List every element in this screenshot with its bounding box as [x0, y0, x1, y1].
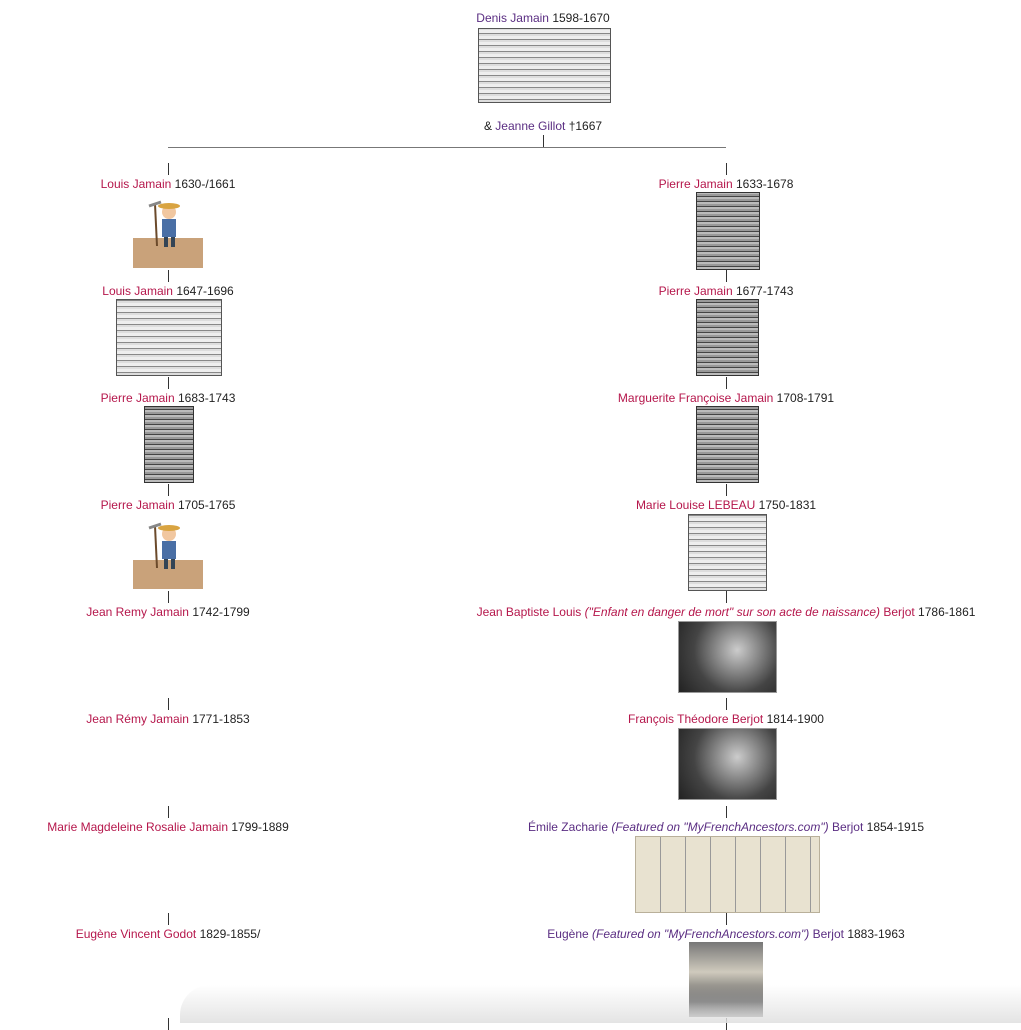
- connector-line: [726, 163, 727, 175]
- person-entry: Pierre Jamain 1677-1743: [659, 284, 794, 298]
- connector-line: [726, 377, 727, 389]
- connector-line: [726, 484, 727, 496]
- person-link[interactable]: Pierre Jamain: [100, 391, 175, 405]
- document-scan[interactable]: [688, 514, 767, 591]
- person-entry: Jean Rémy Jamain 1771-1853: [86, 712, 249, 726]
- person-link[interactable]: Jean Baptiste Louis ("Enfant en danger d…: [476, 605, 915, 619]
- person-entry: François Théodore Berjot 1814-1900: [628, 712, 824, 726]
- person-link[interactable]: Louis Jamain: [100, 177, 172, 191]
- connector-line: [168, 698, 169, 710]
- person-dates: 1677-1743: [735, 284, 794, 298]
- person-dates: 1742-1799: [192, 605, 250, 619]
- person-link[interactable]: Denis Jamain: [476, 11, 549, 25]
- document-scan[interactable]: [635, 836, 820, 913]
- person-dates: 1633-1678: [735, 177, 794, 191]
- person-note: ("Enfant en danger de mort" sur son acte…: [584, 605, 881, 619]
- person-dates: 1854-1915: [866, 820, 925, 834]
- document-scan[interactable]: [696, 406, 759, 483]
- document-scan[interactable]: [696, 192, 760, 270]
- person-dates: 1708-1791: [776, 391, 835, 405]
- root-document-image[interactable]: [478, 28, 611, 103]
- connector-line: [168, 377, 169, 389]
- person-entry: Émile Zacharie (Featured on "MyFrenchAnc…: [528, 820, 924, 834]
- person-entry: Marie Louise LEBEAU 1750-1831: [636, 498, 816, 512]
- connector-line: [168, 591, 169, 603]
- connector-line: [168, 806, 169, 818]
- person-link[interactable]: Marguerite Françoise Jamain: [617, 391, 774, 405]
- person-entry: Louis Jamain 1647-1696: [102, 284, 233, 298]
- person-entry: Pierre Jamain 1683-1743: [101, 391, 236, 405]
- farmer-illustration[interactable]: [133, 520, 203, 589]
- person-dates: 1683-1743: [177, 391, 236, 405]
- person-dates: 1647-1696: [176, 284, 234, 298]
- person-link[interactable]: Jean Remy Jamain: [86, 605, 189, 619]
- scroll-shadow: [180, 985, 1021, 1023]
- workshop-engraving[interactable]: [678, 621, 777, 693]
- person-dates: 1630-/1661: [174, 177, 236, 191]
- person-entry: Jean Baptiste Louis ("Enfant en danger d…: [477, 605, 976, 619]
- connector-line: [168, 1018, 169, 1030]
- person-link[interactable]: Eugène (Featured on "MyFrenchAncestors.c…: [547, 927, 844, 941]
- person-dates: 1598-1670: [552, 11, 610, 25]
- person-entry: Louis Jamain 1630-/1661: [101, 177, 236, 191]
- person-link[interactable]: Jeanne Gillot: [495, 119, 566, 133]
- document-scan[interactable]: [144, 406, 194, 483]
- person-link[interactable]: Pierre Jamain: [658, 284, 733, 298]
- connector-line: [168, 913, 169, 925]
- person-entry: Jean Remy Jamain 1742-1799: [86, 605, 249, 619]
- farmer-illustration[interactable]: [133, 198, 203, 268]
- person-note: (Featured on "MyFrenchAncestors.com"): [611, 820, 829, 834]
- person-dates: 1705-1765: [177, 498, 236, 512]
- connector-line: [726, 698, 727, 710]
- connector-line: [726, 270, 727, 282]
- person-dates: 1750-1831: [758, 498, 817, 512]
- person-link[interactable]: François Théodore Berjot: [628, 712, 764, 726]
- person-link[interactable]: Jean Rémy Jamain: [86, 712, 189, 726]
- person-link[interactable]: Émile Zacharie (Featured on "MyFrenchAnc…: [527, 820, 864, 834]
- person-entry: Pierre Jamain 1705-1765: [101, 498, 236, 512]
- person-dates: 1829-1855/: [199, 927, 261, 941]
- connector-line: [726, 806, 727, 818]
- connector-line: [726, 591, 727, 603]
- person-entry: Marguerite Françoise Jamain 1708-1791: [618, 391, 834, 405]
- spouse-person: & Jeanne Gillot †1667: [484, 119, 602, 133]
- person-entry: Pierre Jamain 1633-1678: [659, 177, 794, 191]
- person-dates: 1786-1861: [918, 605, 976, 619]
- person-dates: 1814-1900: [766, 712, 824, 726]
- person-dates: 1799-1889: [231, 820, 289, 834]
- person-link[interactable]: Pierre Jamain: [100, 498, 175, 512]
- workshop-engraving[interactable]: [678, 728, 777, 800]
- connector-line: [726, 913, 727, 925]
- connector-line: [543, 135, 544, 147]
- connector-line: [168, 484, 169, 496]
- person-note: (Featured on "MyFrenchAncestors.com"): [592, 927, 810, 941]
- root-person: Denis Jamain 1598-1670: [476, 11, 609, 25]
- document-scan[interactable]: [116, 299, 222, 376]
- person-entry: Eugène (Featured on "MyFrenchAncestors.c…: [547, 927, 904, 941]
- document-scan[interactable]: [696, 299, 759, 376]
- person-link[interactable]: Louis Jamain: [102, 284, 173, 298]
- person-entry: Marie Magdeleine Rosalie Jamain 1799-188…: [47, 820, 289, 834]
- connector-line: [168, 163, 169, 175]
- person-link[interactable]: Eugène Vincent Godot: [75, 927, 197, 941]
- person-entry: Eugène Vincent Godot 1829-1855/: [76, 927, 261, 941]
- person-link[interactable]: Marie Louise LEBEAU: [635, 498, 756, 512]
- person-dates: 1883-1963: [847, 927, 905, 941]
- person-link[interactable]: Pierre Jamain: [658, 177, 733, 191]
- connector-line: [168, 270, 169, 282]
- sibling-connector: [168, 147, 726, 148]
- person-dates: 1771-1853: [192, 712, 250, 726]
- person-dates: †1667: [568, 119, 603, 133]
- person-link[interactable]: Marie Magdeleine Rosalie Jamain: [47, 820, 229, 834]
- spouse-prefix: &: [483, 119, 492, 133]
